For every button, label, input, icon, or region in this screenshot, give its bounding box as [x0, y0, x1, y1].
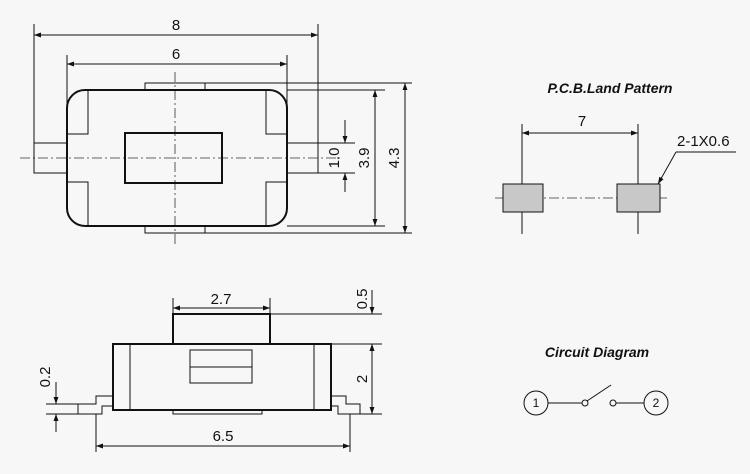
- right-terminal: [287, 142, 319, 174]
- pin-2-label: 2: [653, 396, 660, 410]
- dim-pitch: 7: [578, 113, 586, 130]
- corner-bracket-bl: [67, 181, 89, 226]
- side-view: 2.7 0.5 2 0.2 6.5: [37, 289, 382, 452]
- left-lead: [77, 395, 113, 415]
- dim-actuator-height: 0.5: [354, 289, 371, 310]
- switch-contact-right: [609, 399, 617, 407]
- corner-bracket-tl: [67, 90, 89, 135]
- top-view-body: [66, 89, 288, 227]
- leader-line: [657, 151, 677, 185]
- pcb-land-pattern: P.C.B.Land Pattern 7 2-1X0.6: [495, 80, 736, 234]
- side-view-body: [112, 343, 332, 411]
- pcb-title: P.C.B.Land Pattern: [548, 80, 673, 96]
- switch-lever: [586, 384, 612, 402]
- pad-size-label: 2-1X0.6: [677, 133, 730, 150]
- circuit-diagram: Circuit Diagram 1 2: [523, 344, 669, 416]
- circuit-title: Circuit Diagram: [545, 344, 649, 360]
- bottom-plate: [113, 409, 331, 415]
- top-view: 8 6 1.0 3.9 4.3: [20, 17, 412, 245]
- dim-outer-width: 8: [172, 17, 180, 34]
- dim-body-width: 6: [172, 46, 180, 63]
- dim-body-height: 3.9: [356, 148, 373, 169]
- switch-contact-left: [581, 399, 589, 407]
- pin-2-circle: [643, 390, 669, 416]
- land-pad-right: [616, 183, 661, 213]
- dim-actuator-width: 2.7: [211, 291, 232, 308]
- left-terminal: [33, 142, 67, 174]
- dim-terminal-height: 1.0: [326, 148, 343, 169]
- right-lead: [331, 395, 361, 415]
- dim-lead-span: 6.5: [213, 428, 234, 445]
- land-pad-left: [502, 183, 544, 213]
- dim-body-height: 2: [354, 375, 371, 383]
- side-view-actuator: [172, 313, 271, 345]
- corner-bracket-br: [265, 181, 287, 226]
- corner-bracket-tr: [265, 90, 287, 135]
- dim-lead-thickness: 0.2: [37, 367, 54, 388]
- pin-1-label: 1: [533, 396, 540, 410]
- top-view-actuator: [124, 132, 223, 184]
- dim-overall-height: 4.3: [386, 148, 403, 169]
